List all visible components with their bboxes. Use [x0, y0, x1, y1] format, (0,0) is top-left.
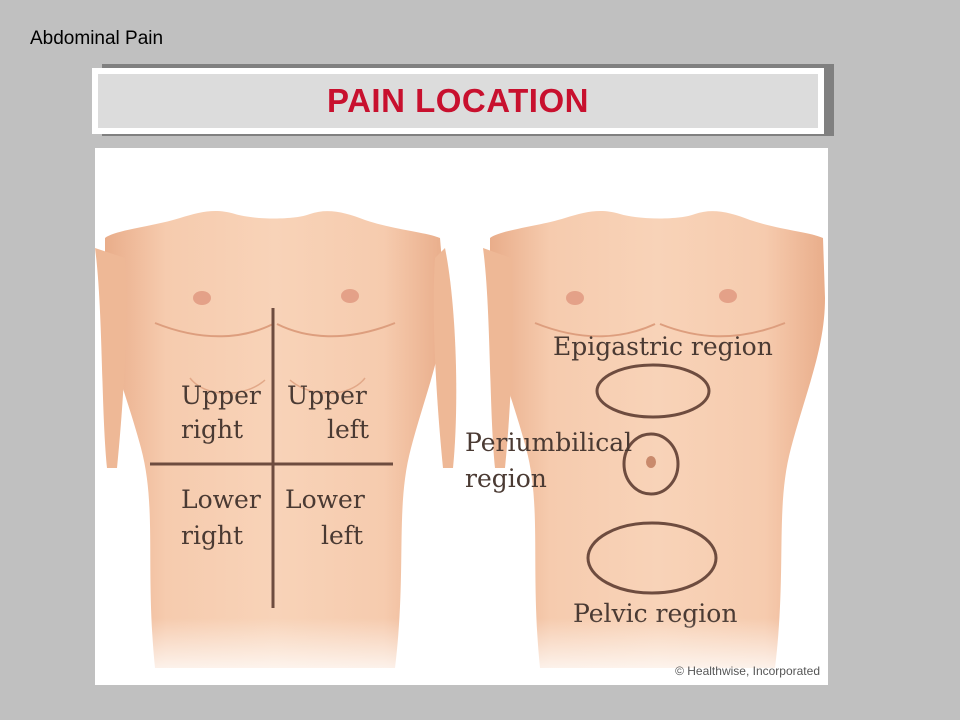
label-lower-right-2: right	[181, 521, 243, 550]
right-torso-nipple	[566, 291, 584, 305]
right-torso-body	[490, 211, 825, 668]
left-torso-contour	[276, 322, 396, 338]
label-upper-left-1: Upper	[287, 381, 367, 410]
right-torso-contour	[659, 322, 786, 338]
label-upper-left-2: left	[327, 415, 369, 444]
label-upper-right-2: right	[181, 415, 243, 444]
left-torso-nipple	[341, 289, 359, 303]
abdomen-diagram-svg: Upper right Upper left Lower right Lower…	[95, 211, 828, 685]
label-lower-left-2: left	[321, 521, 363, 550]
title-box: PAIN LOCATION	[92, 68, 824, 134]
credit-text: © Healthwise, Incorporated	[675, 664, 820, 678]
right-torso-contour	[534, 322, 656, 338]
left-torso-contour	[289, 377, 366, 394]
label-lower-left-1: Lower	[285, 485, 365, 514]
right-torso-nipple	[719, 289, 737, 303]
label-periumbilical-2: region	[465, 464, 547, 493]
right-torso-arm	[483, 248, 513, 468]
label-lower-right-1: Lower	[181, 485, 261, 514]
navel	[646, 456, 656, 468]
epigastric-region-outline	[595, 363, 711, 419]
left-torso-body	[105, 211, 445, 668]
left-torso: Upper right Upper left Lower right Lower…	[95, 211, 457, 668]
label-epigastric: Epigastric region	[553, 332, 773, 361]
right-torso: Epigastric region Periumbilical region P…	[465, 211, 825, 668]
left-torso-contour	[189, 377, 266, 394]
bottom-fade	[95, 618, 828, 685]
left-torso-arm-right	[95, 248, 127, 468]
abdomen-diagram: Upper right Upper left Lower right Lower…	[95, 148, 828, 685]
label-upper-right-1: Upper	[181, 381, 261, 410]
left-torso-contour	[154, 322, 274, 338]
slide-header-title: Abdominal Pain	[30, 28, 164, 49]
title-box-inner: PAIN LOCATION	[98, 74, 818, 128]
left-torso-arm-left	[433, 248, 457, 468]
label-periumbilical-1: Periumbilical	[465, 428, 632, 457]
slide-title: PAIN LOCATION	[327, 82, 589, 119]
left-torso-nipple	[193, 291, 211, 305]
pelvic-region-outline	[586, 521, 718, 595]
periumbilical-region-outline	[622, 432, 680, 496]
